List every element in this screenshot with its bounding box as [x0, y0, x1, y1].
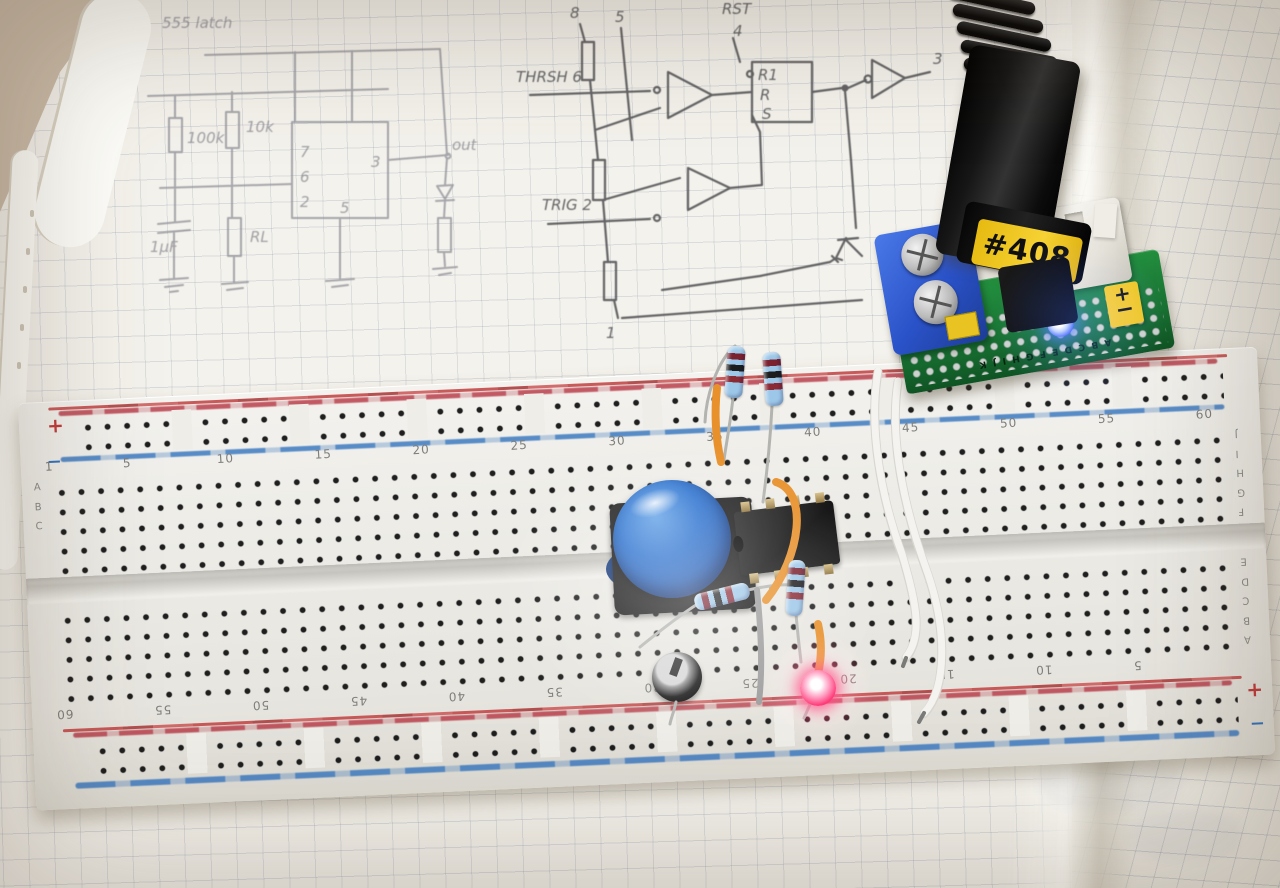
pin-label: 7	[300, 143, 310, 161]
pin-label: 3	[371, 153, 381, 171]
schematic-555-internals: 8 5 RST 4 THRSH 6 R1 R S TRIG 2	[516, 0, 943, 342]
pin-label: 2	[300, 193, 310, 211]
resistor-label: 100k	[187, 129, 226, 147]
pcb-letter: A	[1103, 336, 1113, 348]
pcb-letter: F	[1038, 347, 1047, 359]
reset-label: RST	[722, 0, 753, 18]
white-wire	[871, 367, 920, 661]
pcb-letter: E	[1051, 345, 1059, 357]
out-label: out	[452, 136, 478, 154]
capacitor-label: 1µF	[150, 238, 178, 256]
pin-label: 5	[340, 199, 350, 217]
binding-perforation	[30, 210, 34, 217]
wire-tip	[917, 711, 926, 724]
jst-connector[interactable]	[1053, 196, 1133, 292]
red-led	[800, 670, 836, 706]
terminal-sticker	[944, 311, 981, 341]
load-resistor-label: RL	[250, 228, 269, 246]
pcb-letter: C	[1077, 341, 1086, 353]
binding-perforation	[23, 286, 27, 293]
binding-perforation	[26, 248, 30, 255]
polarity-sticker: + −	[1103, 280, 1145, 329]
pin-label: 5	[615, 8, 625, 26]
polarity-minus: −	[1113, 295, 1137, 324]
pcb-letter: D	[1063, 343, 1073, 355]
resistor	[724, 345, 746, 399]
pcb-letter: B	[1090, 338, 1099, 350]
pin-label: 1	[606, 324, 616, 342]
resistor	[762, 351, 784, 407]
trigger-label: TRIG 2	[542, 196, 592, 214]
pcb-letter: K	[978, 358, 988, 370]
binding-perforation	[20, 324, 24, 331]
orange-jumper-wire	[762, 478, 801, 604]
pcb-letter: G	[1025, 350, 1035, 362]
schematic-title: 555 latch	[162, 14, 232, 32]
binding-perforation	[17, 362, 21, 369]
orange-jumper-wire	[711, 384, 725, 466]
white-wire	[891, 377, 946, 717]
latch-label: S	[762, 105, 772, 123]
pin-label: 4	[733, 22, 743, 40]
pin-label: 6	[300, 168, 310, 186]
gray-wire	[754, 587, 765, 705]
ink-bleedthrough	[1130, 810, 1240, 860]
pcb-letter: J	[991, 356, 997, 368]
electrolytic-capacitor	[652, 652, 702, 702]
schematic-555-latch: 555 latch 100k 10k 7 6 2 3 5 1µF RL out	[147, 14, 478, 293]
pin-label: 8	[570, 4, 580, 22]
wire-tip	[901, 656, 908, 668]
threshold-label: THRSH 6	[516, 68, 582, 86]
pcb-letter: I	[1001, 354, 1007, 366]
latch-label: R	[760, 86, 770, 104]
latch-label: R1	[758, 66, 778, 84]
resistor-label: 10k	[246, 118, 275, 136]
pushbutton-cap[interactable]	[613, 480, 731, 598]
terminal-screw[interactable]	[898, 230, 947, 280]
pcb-letter: H	[1011, 352, 1021, 364]
hand-drawn-schematics: 555 latch 100k 10k 7 6 2 3 5 1µF RL out	[147, 0, 943, 342]
